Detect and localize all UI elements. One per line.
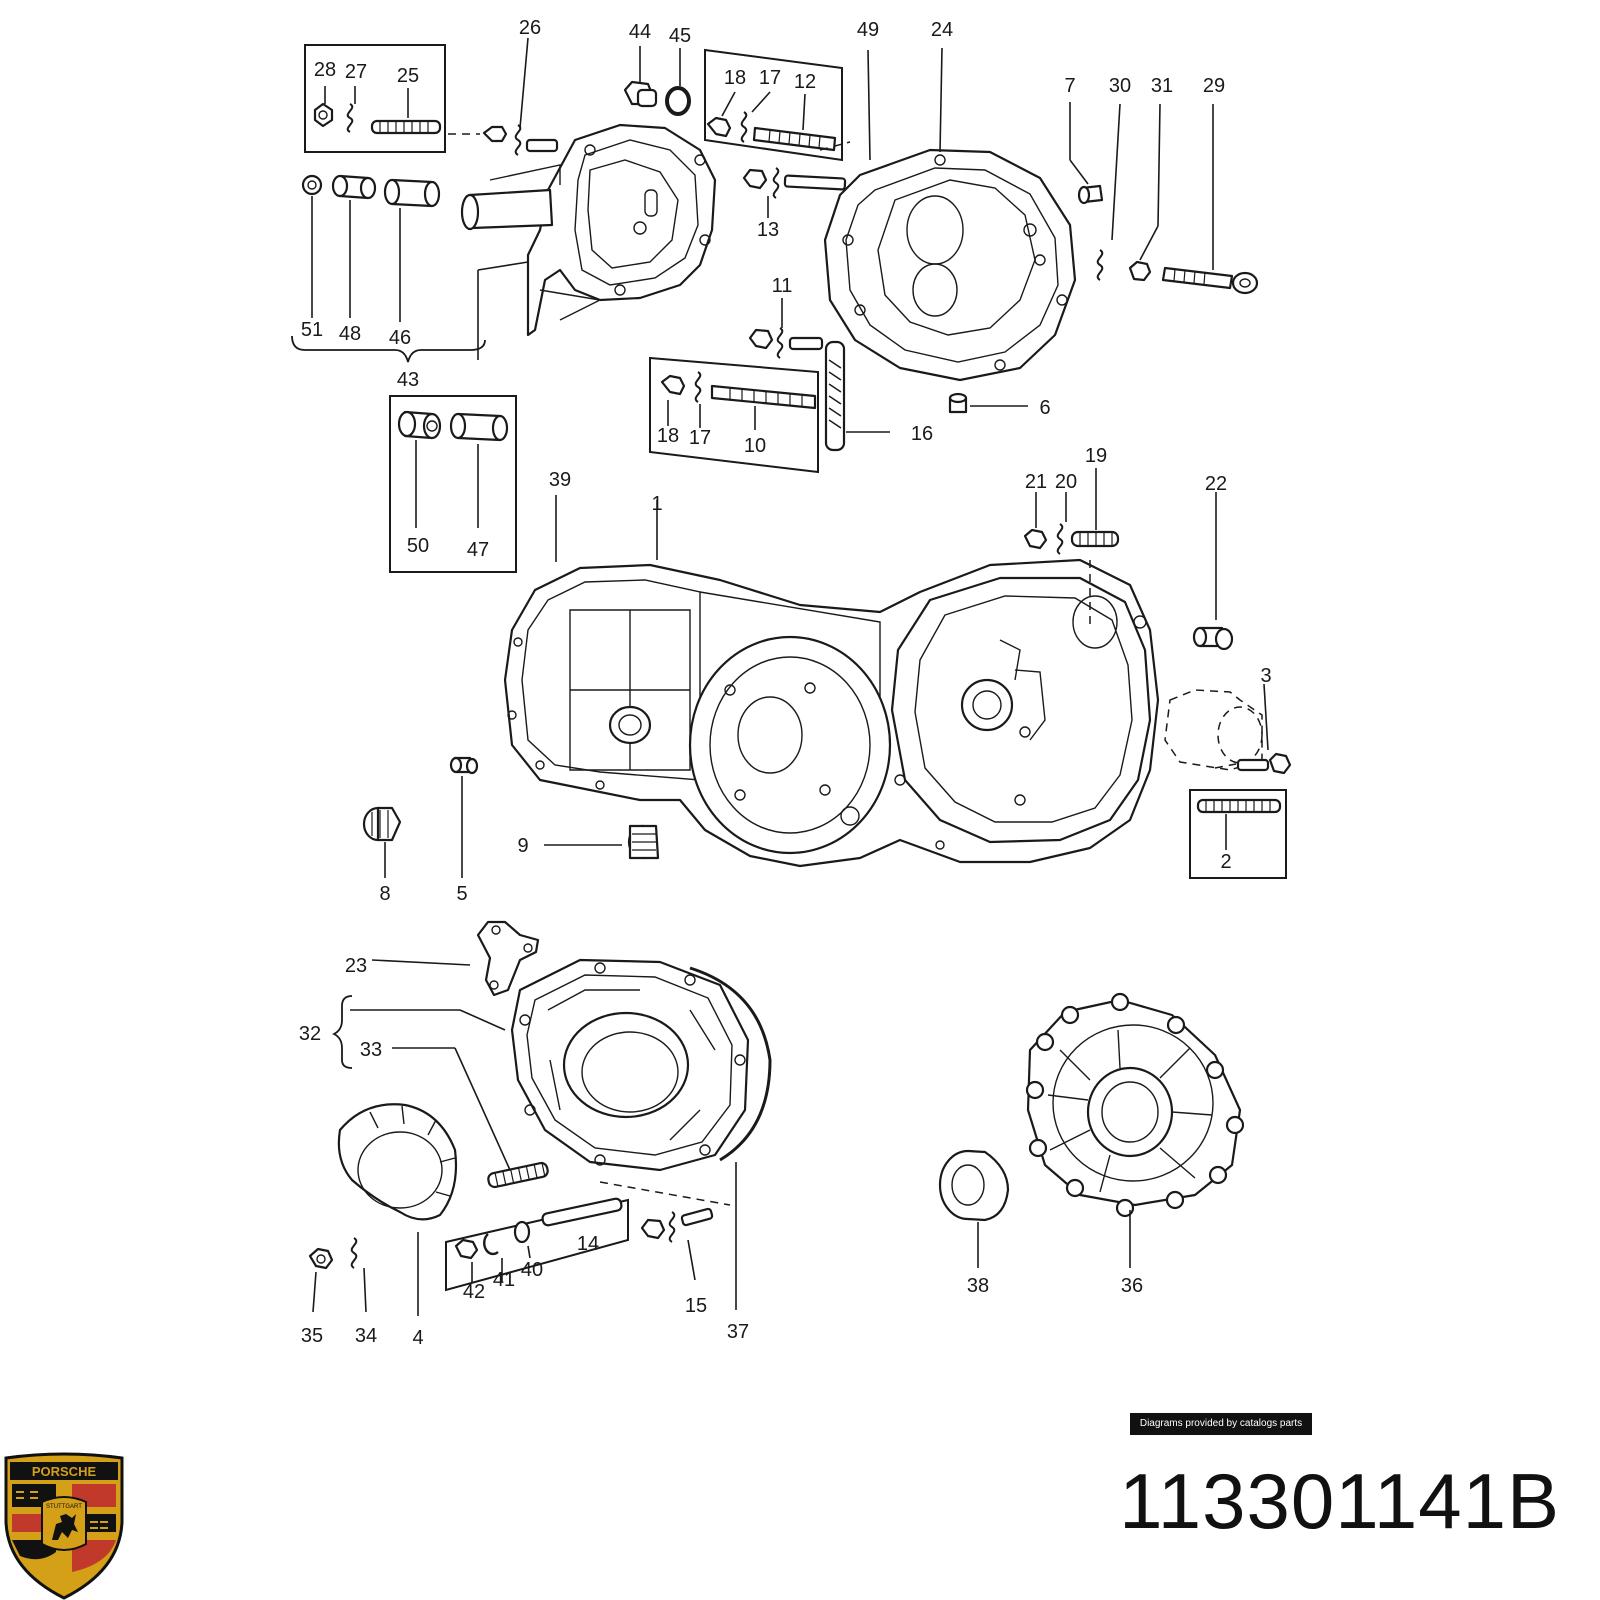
callout-3: 3	[1260, 665, 1271, 687]
callout-37: 37	[727, 1321, 749, 1343]
callout-25: 25	[397, 65, 419, 87]
final-drive-cover-group	[938, 992, 1245, 1268]
callout-42: 42	[463, 1281, 485, 1303]
callout-5: 5	[456, 883, 467, 905]
callout-34: 34	[355, 1325, 377, 1347]
callout-24: 24	[931, 19, 953, 41]
callout-11: 11	[772, 275, 793, 297]
callout-23: 23	[345, 955, 367, 977]
callout-38: 38	[967, 1275, 989, 1297]
part-number: 113301141B	[1119, 1457, 1560, 1545]
callout-labels: 26 44 45 49 24 28 27 25 18 17 12 7 30 31…	[299, 17, 1272, 1349]
callout-14: 14	[577, 1233, 599, 1255]
main-housing-1	[503, 495, 1160, 868]
bush-22-3-2	[1164, 492, 1292, 879]
drain-plug-group	[623, 46, 691, 116]
callout-46: 46	[389, 327, 411, 349]
callout-44: 44	[629, 21, 651, 43]
callout-26: 26	[519, 17, 541, 39]
callout-43: 43	[397, 369, 419, 391]
gearshift-housing-group	[291, 37, 717, 573]
horse-icon	[52, 1514, 78, 1540]
callout-20: 20	[1055, 471, 1077, 493]
stud-kit-10	[649, 298, 890, 474]
callout-22: 22	[1205, 473, 1227, 495]
callout-39: 39	[549, 469, 571, 491]
callout-15: 15	[685, 1295, 707, 1317]
callout-2: 2	[1220, 851, 1231, 873]
callout-8: 8	[379, 883, 390, 905]
kit-box-25-27-28	[304, 44, 446, 153]
callout-50: 50	[407, 535, 429, 557]
callout-18-mid: 18	[657, 425, 679, 447]
callout-18-top: 18	[724, 67, 746, 89]
callout-45: 45	[669, 25, 691, 47]
plugs-8-5-9	[362, 756, 660, 878]
callout-21: 21	[1025, 471, 1047, 493]
side-cover-group	[308, 920, 772, 1316]
callout-13: 13	[757, 219, 779, 241]
callout-35: 35	[301, 1325, 323, 1347]
callout-47: 47	[467, 539, 489, 561]
crest-city-text: STUTTGART	[46, 1504, 82, 1510]
callout-10: 10	[744, 435, 766, 457]
callout-7: 7	[1064, 75, 1075, 97]
diagram-credit-badge: Diagrams provided by catalogs parts	[1130, 1413, 1312, 1435]
callout-36: 36	[1121, 1275, 1143, 1297]
stud-kit-12	[704, 48, 851, 218]
callout-1: 1	[651, 493, 662, 515]
intermediate-housing-24	[823, 47, 1259, 414]
callout-27: 27	[345, 61, 367, 83]
porsche-crest-logo: PORSCHE STUTTGART	[4, 1452, 124, 1600]
callout-6: 6	[1039, 397, 1050, 419]
callout-30: 30	[1109, 75, 1131, 97]
callout-41: 41	[493, 1269, 515, 1291]
callout-4: 4	[412, 1327, 423, 1349]
callout-19: 19	[1085, 445, 1107, 467]
callout-17-top: 17	[759, 67, 781, 89]
callout-33: 33	[360, 1039, 382, 1061]
crest-brand-text: PORSCHE	[32, 1464, 97, 1479]
callout-32: 32	[299, 1023, 321, 1045]
callout-9: 9	[517, 835, 528, 857]
callout-40: 40	[521, 1259, 543, 1281]
callout-28: 28	[314, 59, 336, 81]
callout-48: 48	[339, 323, 361, 345]
callout-49: 49	[857, 19, 879, 41]
callout-29: 29	[1203, 75, 1225, 97]
callout-51: 51	[301, 319, 323, 341]
stud-19-group	[1023, 468, 1120, 630]
callout-31: 31	[1151, 75, 1173, 97]
callout-12: 12	[794, 71, 816, 93]
callout-16: 16	[911, 423, 933, 445]
callout-17-mid: 17	[689, 427, 711, 449]
